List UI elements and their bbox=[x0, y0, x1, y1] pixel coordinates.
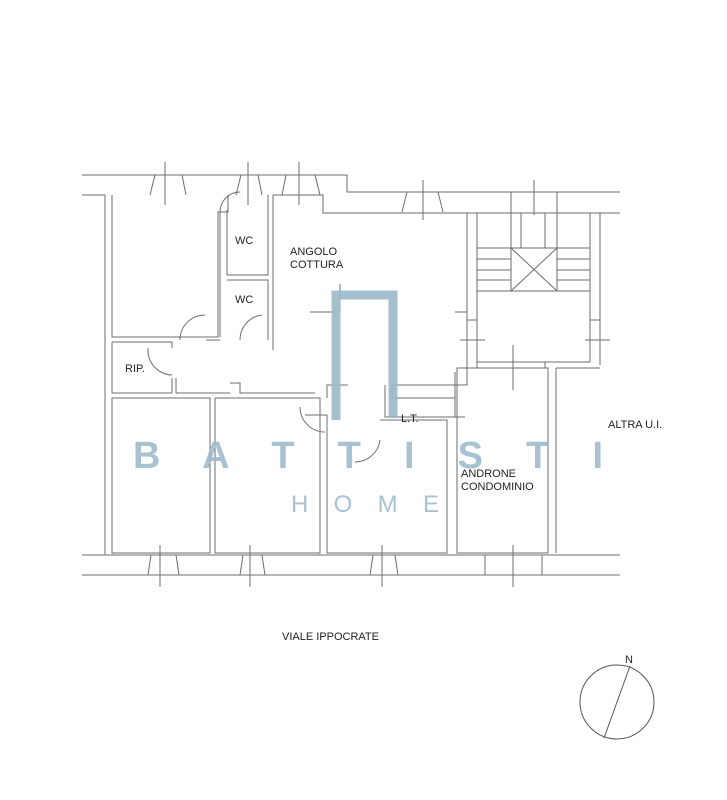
interior-walls bbox=[111, 192, 601, 554]
room-label-storage: RIP. bbox=[125, 363, 145, 375]
logo-bracket-mark bbox=[331, 290, 398, 420]
room-label-kitchen-2: COTTURA bbox=[290, 259, 344, 271]
room-label-wc-2: WC bbox=[235, 294, 253, 306]
room-label-lobby-2: CONDOMINIO bbox=[461, 481, 534, 493]
watermark-sub: H O M E bbox=[291, 491, 439, 518]
windows bbox=[147, 162, 610, 587]
north-compass: N bbox=[579, 654, 655, 740]
doors bbox=[147, 191, 381, 463]
room-label-wc-1: WC bbox=[235, 235, 253, 247]
watermark-brand: B A T T I S T I bbox=[133, 435, 603, 477]
room-label-other-unit: ALTRA U.I. bbox=[608, 419, 662, 431]
room-label-kitchen-1: ANGOLO bbox=[290, 246, 338, 258]
compass-north-label: N bbox=[625, 654, 633, 666]
room-label-laundry: L.T. bbox=[401, 413, 419, 425]
street-label: VIALE IPPOCRATE bbox=[282, 631, 379, 643]
room-label-lobby-1: ANDRONE bbox=[461, 468, 516, 480]
